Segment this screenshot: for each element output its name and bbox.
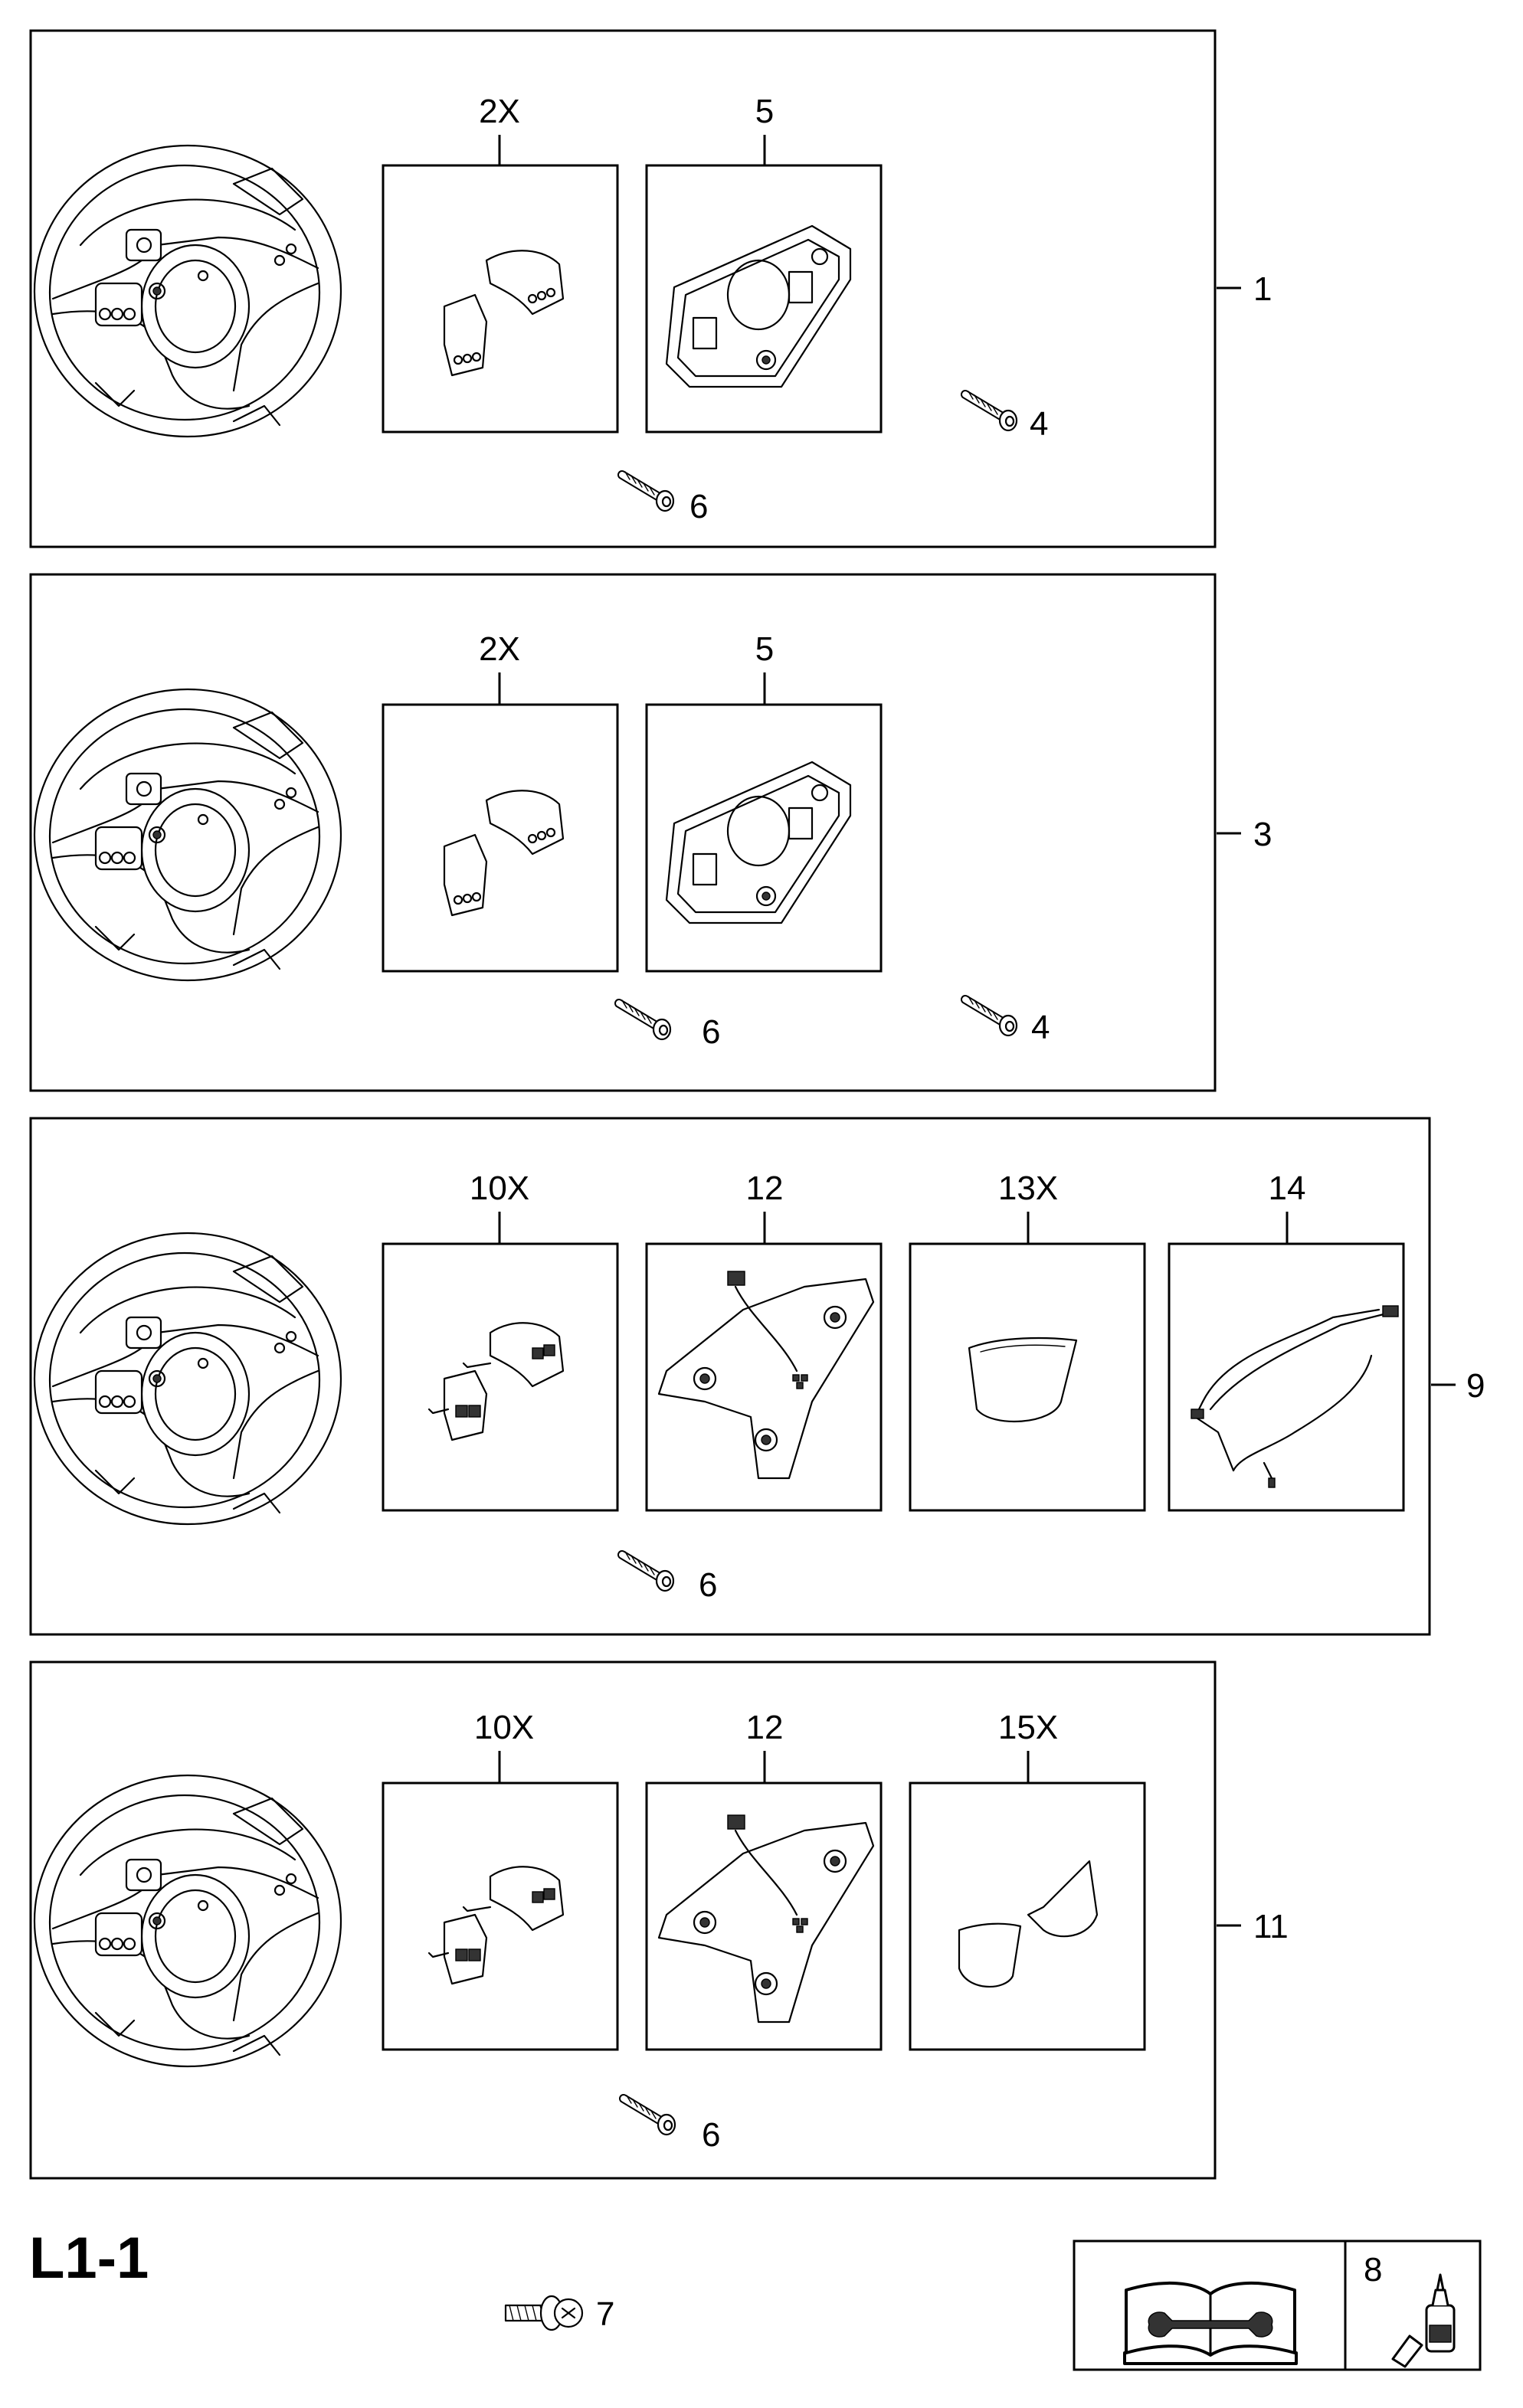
part-label: 14 bbox=[1269, 1170, 1306, 1207]
panel-assembly-3: 2X 5 6 4 3 bbox=[29, 573, 1272, 1092]
assembly-label: 11 bbox=[1253, 1908, 1289, 1945]
part-box-harness bbox=[1168, 1242, 1405, 1512]
fastener-label: 4 bbox=[1031, 1009, 1050, 1046]
part-label: 13X bbox=[998, 1170, 1058, 1207]
part-label: 10X bbox=[474, 1709, 534, 1746]
part-box-switches bbox=[382, 1781, 619, 2051]
manual-wrench-icon bbox=[1123, 2282, 1298, 2365]
assembly-label: 3 bbox=[1253, 816, 1272, 853]
part-label: 2X bbox=[479, 93, 520, 130]
assembly-label: 1 bbox=[1253, 270, 1272, 308]
page-title: L1-1 bbox=[29, 2226, 149, 2291]
part-box-trim bbox=[909, 1781, 1146, 2051]
part-label: 5 bbox=[755, 630, 774, 668]
fastener-label: 6 bbox=[689, 488, 708, 525]
assembly-label: 9 bbox=[1466, 1367, 1485, 1405]
adhesive-bottle-icon bbox=[1391, 2273, 1456, 2368]
loose-part-label: 8 bbox=[1364, 2251, 1382, 2289]
part-label: 5 bbox=[755, 93, 774, 130]
part-box-covers bbox=[382, 703, 619, 973]
fastener-label: 6 bbox=[699, 1566, 717, 1604]
part-label: 10X bbox=[470, 1170, 529, 1207]
fastener-label: 4 bbox=[1030, 405, 1048, 443]
part-box-covers bbox=[382, 164, 619, 434]
part-box-switches bbox=[382, 1242, 619, 1512]
loose-part-label: 7 bbox=[596, 2295, 614, 2333]
fastener-label: 6 bbox=[702, 1013, 720, 1051]
fastener-label: 6 bbox=[702, 2116, 720, 2154]
screw-icon bbox=[504, 2295, 584, 2331]
panel-assembly-11: 10X 12 15X 6 11 bbox=[29, 1660, 1289, 2180]
panel-assembly-9: 10X 12 13X 14 6 9 bbox=[29, 1117, 1485, 1636]
part-label: 12 bbox=[746, 1170, 784, 1207]
part-label: 15X bbox=[998, 1709, 1058, 1746]
panel-assembly-1: 2X 5 4 6 1 bbox=[29, 29, 1272, 548]
info-box: 8 bbox=[1073, 2240, 1482, 2371]
part-label: 12 bbox=[746, 1709, 784, 1746]
part-label: 2X bbox=[479, 630, 520, 668]
